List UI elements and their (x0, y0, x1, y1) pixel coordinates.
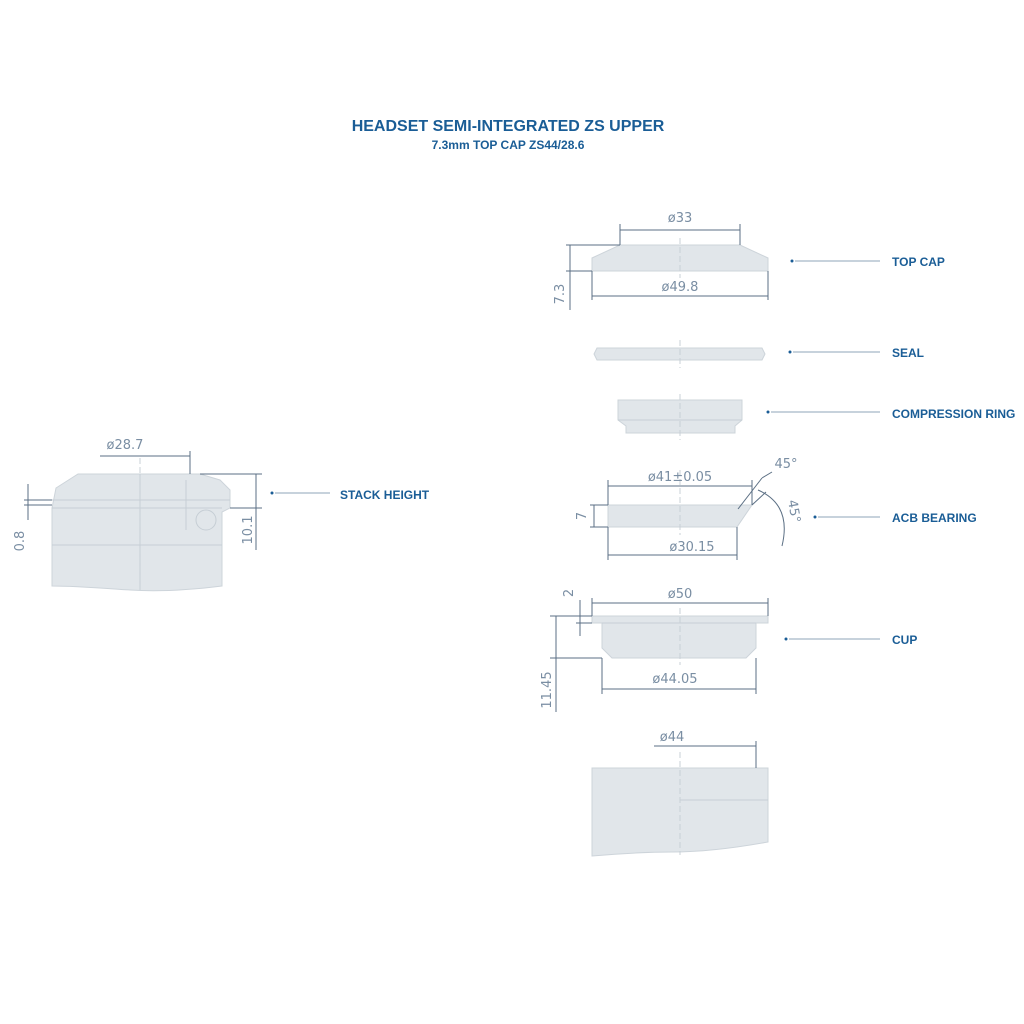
cup-inner-diameter-dim: ø44.05 (601, 658, 757, 694)
bearing-outer-diameter-dim: ø41±0.05 (607, 470, 753, 505)
cup-callout: CUP (784, 633, 917, 647)
acb-bearing-callout: ACB BEARING (813, 511, 977, 525)
assembly-lip-text: 0.8 (13, 531, 28, 552)
acb-bearing-part (607, 470, 753, 535)
cup-height-dim: 11.45 (540, 615, 602, 712)
cup-lip-height-text: 2 (562, 589, 577, 597)
seal-label: SEAL (892, 346, 924, 360)
top-cap-height-dim: 7.3 (553, 244, 620, 310)
bearing-angle-side-text: 45° (784, 499, 803, 524)
bearing-height-dim: 7 (575, 504, 608, 528)
cup-inner-diameter-text: ø44.05 (652, 672, 697, 687)
cup-lip-height-dim: 2 (562, 589, 592, 636)
frame-diameter-text: ø44 (660, 730, 685, 745)
cup-outer-diameter-dim: ø50 (591, 587, 769, 616)
bearing-inner-diameter-dim: ø30.15 (607, 527, 738, 560)
assembly-stack-dim: 10.1 (200, 473, 262, 550)
assembly-diameter-text: ø28.7 (107, 438, 144, 453)
top-cap-part (591, 238, 769, 278)
page-subtitle: 7.3mm TOP CAP ZS44/28.6 (432, 138, 585, 152)
bearing-height-text: 7 (575, 512, 590, 520)
bearing-inner-diameter-text: ø30.15 (669, 540, 714, 555)
cup-outer-diameter-text: ø50 (668, 587, 693, 602)
top-cap-height-text: 7.3 (553, 284, 568, 305)
cup-part (591, 608, 769, 665)
top-cap-outer-diameter-dim: ø49.8 (591, 271, 769, 300)
stack-height-label: STACK HEIGHT (340, 488, 430, 502)
cup-label: CUP (892, 633, 917, 647)
assembly-part (51, 458, 231, 592)
top-cap-inner-diameter-text: ø33 (668, 211, 693, 226)
stack-height-callout: STACK HEIGHT (270, 488, 430, 502)
bearing-angle-side-dim: 45° (751, 489, 803, 547)
assembly-lip-dim: 0.8 (13, 484, 52, 551)
top-cap-inner-diameter-dim: ø33 (619, 211, 741, 245)
compression-ring-part (617, 394, 743, 440)
top-cap-label: TOP CAP (892, 255, 945, 269)
page-title: HEADSET SEMI-INTEGRATED ZS UPPER (352, 118, 665, 135)
frame-diameter-dim: ø44 (654, 730, 757, 768)
head-tube-part (591, 752, 769, 857)
assembly-diameter-dim: ø28.7 (100, 438, 191, 474)
compression-ring-label: COMPRESSION RING (892, 407, 1015, 421)
acb-bearing-label: ACB BEARING (892, 511, 977, 525)
bearing-angle-top-text: 45° (774, 457, 797, 472)
assembly-stack-text: 10.1 (241, 516, 256, 545)
top-cap-outer-diameter-text: ø49.8 (662, 280, 699, 295)
cup-height-text: 11.45 (540, 671, 555, 708)
compression-ring-callout: COMPRESSION RING (766, 407, 1015, 421)
top-cap-callout: TOP CAP (790, 255, 945, 269)
seal-part (593, 340, 766, 368)
seal-callout: SEAL (788, 346, 924, 360)
bearing-outer-diameter-text: ø41±0.05 (648, 470, 712, 485)
bearing-angle-top-dim: 45° (737, 457, 798, 510)
